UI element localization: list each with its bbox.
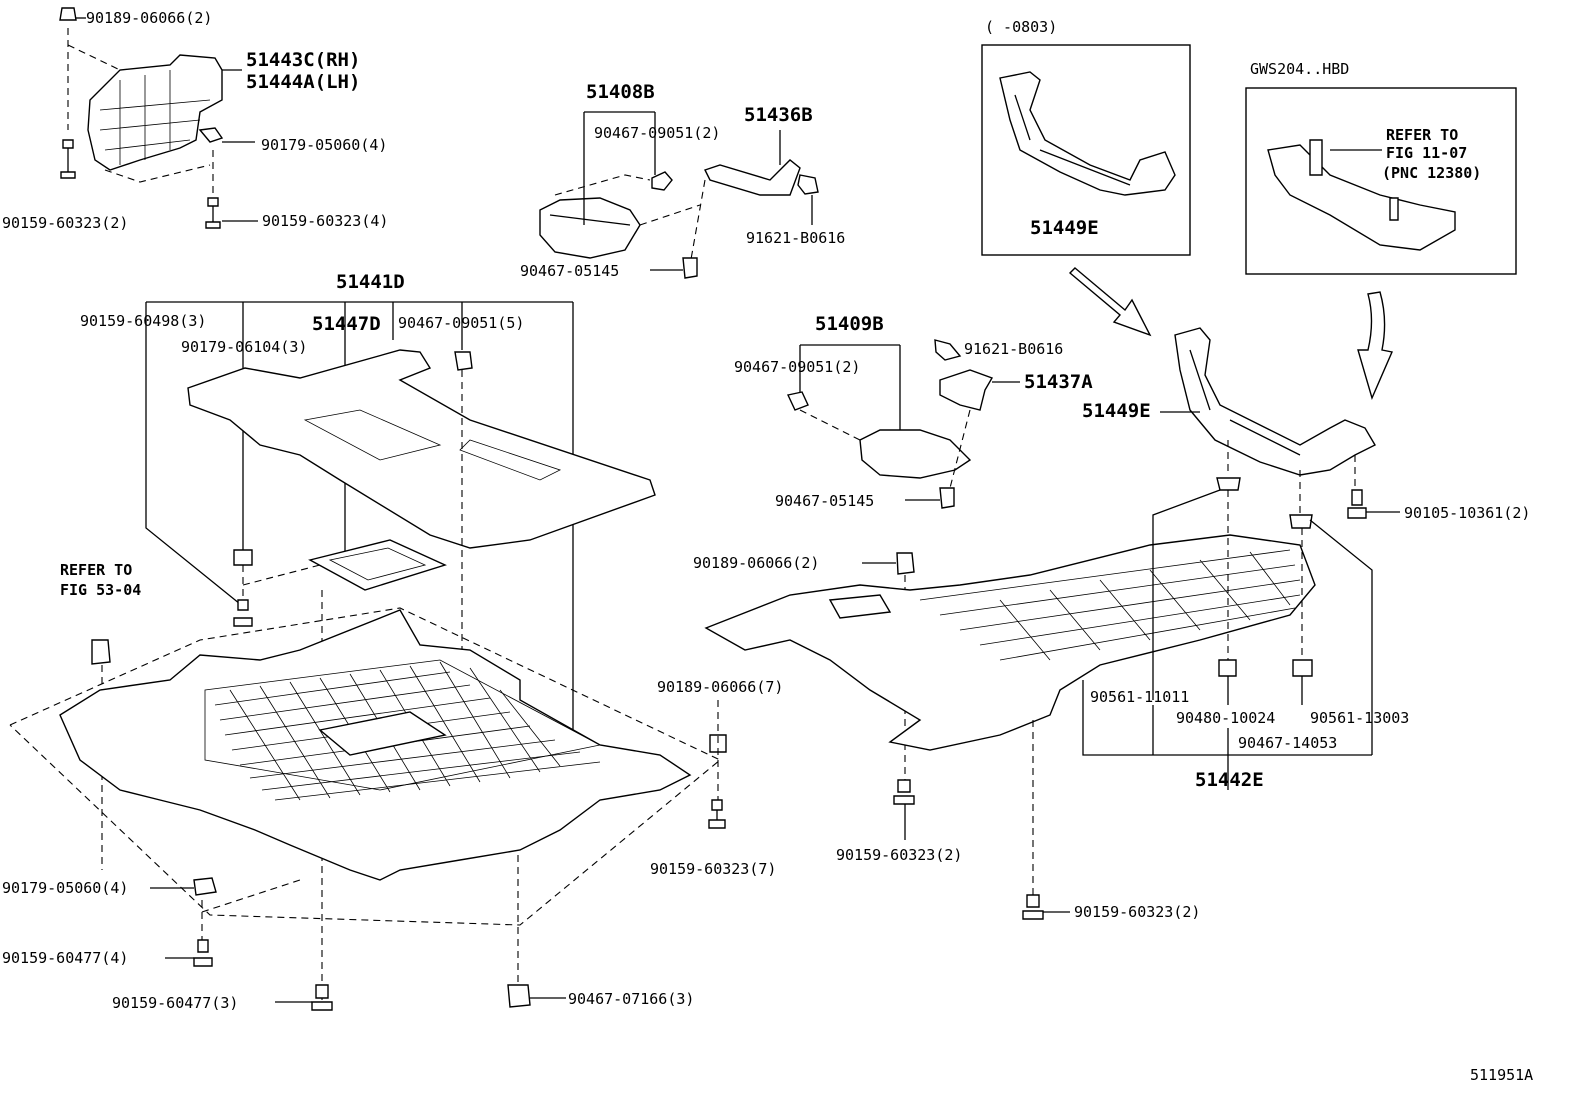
bolt-90159-60323-mid [893,779,915,805]
label-90179-05060-top: 90179-05060(4) [261,136,387,154]
label-91621-b0616-b: 91621-B0616 [964,340,1063,358]
label-51441d: 51441D [336,271,405,293]
label-51442e: 51442E [1195,769,1264,791]
clip-90467-09051-b [786,391,809,411]
arrow-from-gws204-box [1357,291,1393,401]
arrow-from-0803-box [1068,267,1152,337]
cover-51408b [539,174,701,259]
header-gws204: GWS204..HBD [1250,60,1349,78]
label-90467-09051-2-a: 90467-09051(2) [594,124,720,142]
under-cover-rear-51442e [704,534,1316,751]
clip-90467-05145-b [939,487,955,509]
crossmember-51449e-main [1174,327,1376,476]
label-51447d: 51447D [312,313,381,335]
bolt-90105-10361 [1347,489,1367,519]
clip-90189-06066-top [59,7,77,21]
label-90159-60323-7: 90159-60323(7) [650,860,776,878]
clip-90189-06066-7 [709,734,727,753]
label-90561-11011: 90561-11011 [1090,688,1189,706]
label-90159-60477-3: 90159-60477(3) [112,994,238,1012]
header-0803: ( -0803) [985,18,1057,36]
bolt-90159-60323-bottom [1022,894,1044,920]
bolt-90159-60323-7 [708,799,726,829]
refer-fig-11-07-line3: (PNC 12380) [1382,164,1481,182]
label-51449e-main: 51449E [1082,400,1151,422]
bolt-90159-60498 [233,599,253,627]
label-51449e-box: 51449E [1030,217,1099,239]
refer-fig-11-07-line1: REFER TO [1386,126,1458,144]
bolt-90467-14053 [1292,659,1313,677]
plate-51441d [187,349,656,549]
bolt-90159-60477-3 [311,984,333,1011]
label-90159-60323-2-mid: 90159-60323(2) [836,846,962,864]
clip-90467-09051-a [651,171,673,191]
bolt-91621-b0616-b [934,339,962,361]
clip-90179-06104 [233,549,253,566]
cover-51447d [308,539,447,591]
label-51443c: 51443C(RH) [246,49,360,71]
label-90159-60323-4-top: 90159-60323(4) [262,212,388,230]
bolt-90159-60323-top-mid [205,197,221,229]
label-90179-06104-3: 90179-06104(3) [181,338,307,356]
clip-90467-07166-3 [507,984,531,1008]
side-cover-assembly [67,28,255,195]
refer-fig-53-04-line2: FIG 53-04 [60,581,141,599]
label-90189-06066-top: 90189-06066(2) [86,9,212,27]
figure-code: 511951A [1470,1066,1533,1084]
bracket-51436b [689,159,801,266]
label-90467-05145-a: 90467-05145 [520,262,619,280]
label-90159-60477-4: 90159-60477(4) [2,949,128,967]
label-91621-b0616-a: 91621-B0616 [746,229,845,247]
label-90159-60498-3: 90159-60498(3) [80,312,206,330]
bolt-90159-60477-4 [193,939,213,967]
refer-fig-11-07-line2: FIG 11-07 [1386,144,1467,162]
label-51437a: 51437A [1024,371,1093,393]
label-90467-14053: 90467-14053 [1238,734,1337,752]
label-90189-06066-7: 90189-06066(7) [657,678,783,696]
crossmember-gws204 [1267,139,1456,251]
bolt-90159-60323-top-left [60,139,76,179]
label-90467-07166-3: 90467-07166(3) [568,990,694,1008]
label-90467-09051-2-b: 90467-09051(2) [734,358,860,376]
label-51444a: 51444A(LH) [246,71,360,93]
cover-51409b [799,409,972,479]
label-51436b: 51436B [744,104,813,126]
nut-90480-10024 [1218,659,1237,677]
label-90561-13003: 90561-13003 [1310,709,1409,727]
clip-fig-53-04 [91,639,111,665]
clip-90179-05060-bottom [193,877,217,896]
label-51409b: 51409B [815,313,884,335]
clip-90561-11011 [1216,477,1241,491]
label-90467-09051-5: 90467-09051(5) [398,314,524,332]
label-90159-60323-2-top: 90159-60323(2) [2,214,128,232]
crossmember-51449e-box [999,71,1176,196]
label-90480-10024: 90480-10024 [1176,709,1275,727]
box-0803 [981,44,1191,256]
clip-90189-06066-mid [896,552,915,575]
refer-fig-53-04-line1: REFER TO [60,561,132,579]
label-51408b: 51408B [586,81,655,103]
label-90159-60323-2-bottom: 90159-60323(2) [1074,903,1200,921]
label-90189-06066-2-mid: 90189-06066(2) [693,554,819,572]
label-90467-05145-b: 90467-05145 [775,492,874,510]
clip-90467-09051-5 [454,351,473,371]
bracket-51437a [939,369,994,411]
box-gws204 [1245,87,1517,275]
clip-90561-13003 [1289,514,1313,529]
label-90105-10361-2: 90105-10361(2) [1404,504,1530,522]
bolt-91621-b0616-a [797,174,819,195]
label-90179-05060-bottom: 90179-05060(4) [2,879,128,897]
clip-90467-05145-a [682,257,698,279]
under-cover-front-grid-panel [59,609,692,881]
